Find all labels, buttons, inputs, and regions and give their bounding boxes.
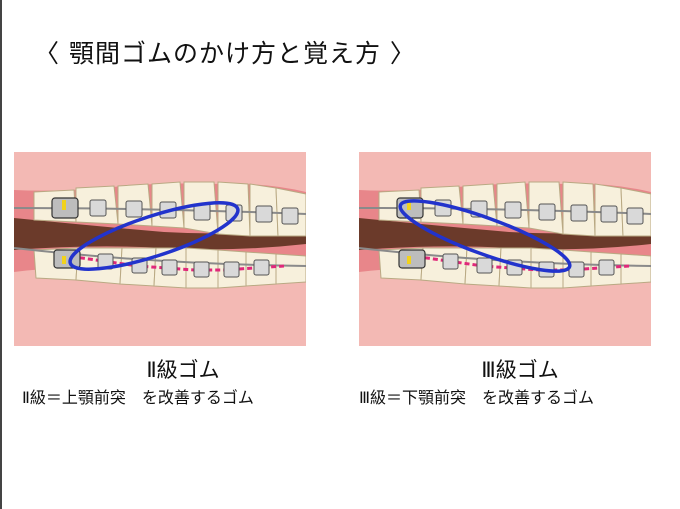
lower-gum <box>14 268 306 346</box>
bracket-icon <box>626 207 644 225</box>
bracket-icon <box>223 261 240 278</box>
slide-left-border <box>0 0 2 509</box>
hook-yellow <box>407 256 411 264</box>
bracket-icon <box>570 204 588 222</box>
hook-yellow <box>407 200 411 210</box>
hook-yellow <box>62 200 66 210</box>
bracket-icon <box>600 205 618 223</box>
bracket-icon <box>598 259 615 276</box>
slide-title: 〈 顎間ゴムのかけ方と覚え方 〉 <box>34 39 416 68</box>
class3-illustration <box>359 152 651 346</box>
bracket-icon <box>161 259 178 276</box>
power-chain <box>55 254 285 272</box>
class3-description: Ⅲ級＝下顎前突 を改善するゴム <box>359 388 595 407</box>
upper-gum <box>14 152 306 192</box>
class3-elastic <box>398 199 572 273</box>
class2-mouth-svg <box>14 152 306 346</box>
molar-tube-icon <box>398 249 426 269</box>
upper-teeth <box>33 181 306 237</box>
class2-description: Ⅱ級＝上顎前突 を改善するゴム <box>22 388 254 407</box>
power-chain <box>400 254 630 272</box>
bracket-icon <box>504 201 522 219</box>
bracket-icon <box>125 200 143 218</box>
bracket-icon <box>193 261 210 278</box>
bracket-icon <box>538 203 556 221</box>
bracket-icon <box>281 207 299 225</box>
class3-mouth-svg <box>359 152 651 346</box>
bracket-icon <box>89 199 107 217</box>
class3-label: Ⅲ級ゴム <box>481 358 559 382</box>
bracket-icon <box>253 259 270 276</box>
lower-gum <box>359 268 651 346</box>
bracket-icon <box>476 257 493 274</box>
class2-illustration <box>14 152 306 346</box>
bracket-icon <box>255 205 273 223</box>
lower-incisor <box>620 253 651 285</box>
class2-elastic <box>68 201 240 271</box>
mouth-interior <box>359 218 651 250</box>
bracket-icon <box>442 253 459 270</box>
upper-gum <box>359 152 651 192</box>
lower-incisor <box>275 253 306 285</box>
upper-brackets <box>51 197 299 225</box>
class2-label: Ⅱ級ゴム <box>146 358 220 382</box>
hook-yellow <box>62 256 66 264</box>
